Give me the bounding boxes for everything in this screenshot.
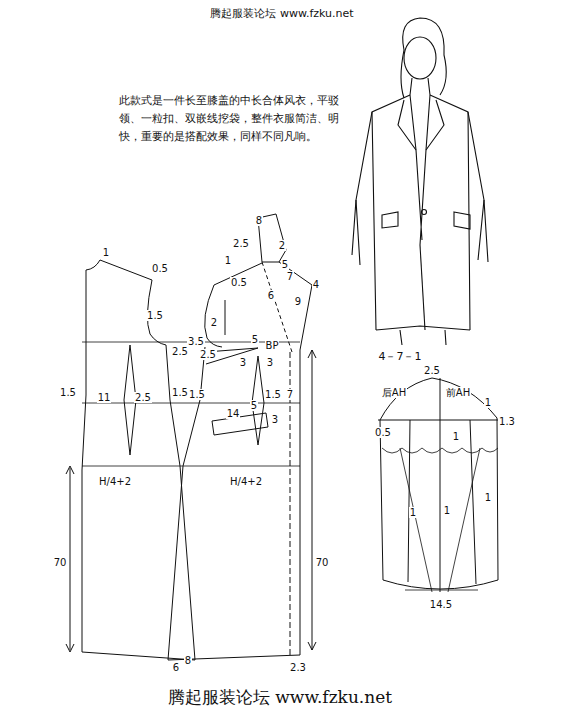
dimension-label: 1: [484, 492, 492, 503]
dimension-label: 6: [267, 290, 275, 301]
dimension-label: 70: [315, 557, 330, 568]
watermark: 腾起服装论坛 www.fzku.net: [209, 8, 354, 20]
bust-point-label: BP: [265, 340, 280, 351]
dimension-label: 3: [266, 357, 274, 368]
dimension-label: 3: [239, 357, 247, 368]
armhole-label: 后AH: [381, 387, 407, 398]
dimension-label: 1: [484, 397, 492, 408]
dimension-label: 1.5: [171, 387, 189, 398]
dimension-label: 1: [452, 431, 460, 442]
dimension-label: 0.5: [230, 277, 248, 288]
dimension-label: H/4+2: [229, 476, 263, 487]
dimension-label: 4: [312, 279, 320, 290]
watermark: 腾起服装论坛 www.fzku.net: [167, 688, 393, 707]
dimension-label: 2: [210, 317, 218, 328]
figure-number: 4－7－1: [378, 351, 423, 363]
dimension-label: 1.5: [264, 389, 282, 400]
dimension-label: 2.5: [171, 346, 189, 357]
dimension-label: 0.5: [151, 263, 169, 274]
dimension-label: 1: [224, 255, 232, 266]
dimension-label: 1.5: [188, 389, 206, 400]
dimension-label: 1.3: [498, 416, 516, 427]
armhole-label: 前AH: [445, 387, 471, 398]
dimension-label: 2.5: [199, 349, 217, 360]
dimension-label: 8: [255, 215, 263, 226]
dimension-label: 2.3: [289, 662, 307, 673]
dimension-label: 0.5: [374, 427, 392, 438]
description-note: 此款式是一件长至膝盖的中长合体风衣，平驳领、一粒扣、双嵌线挖袋，整件衣服简洁、明…: [118, 92, 358, 146]
dimension-label: 1.5: [146, 310, 164, 321]
dimension-label: 5: [251, 334, 259, 345]
dimension-label: 8: [184, 655, 192, 666]
dimension-label: 2.5: [134, 392, 152, 403]
dimension-label: 7: [286, 271, 294, 282]
dimension-label: 7: [286, 389, 294, 400]
dimension-label: 3.5: [187, 336, 205, 347]
dimension-label: H/4+2: [98, 476, 132, 487]
dimension-label: 1: [443, 505, 451, 516]
dimension-label: 14.5: [429, 599, 453, 610]
dimension-label: 2: [278, 240, 286, 251]
dimension-label: 2.5: [232, 238, 250, 249]
dimension-label: 9: [294, 296, 302, 307]
dimension-label: 1: [102, 247, 110, 258]
dimension-label: 14: [226, 408, 241, 419]
dimension-label: 1: [409, 507, 417, 518]
dimension-label: 70: [53, 557, 68, 568]
dimension-label: 3: [271, 414, 279, 425]
dimension-label: 1.5: [59, 387, 77, 398]
dimension-label: 5: [281, 259, 289, 270]
dimension-label: 5: [250, 400, 258, 411]
dimension-label: 2.5: [423, 365, 441, 376]
dimension-label: 11: [97, 392, 112, 403]
dimension-label: 6: [172, 662, 180, 673]
